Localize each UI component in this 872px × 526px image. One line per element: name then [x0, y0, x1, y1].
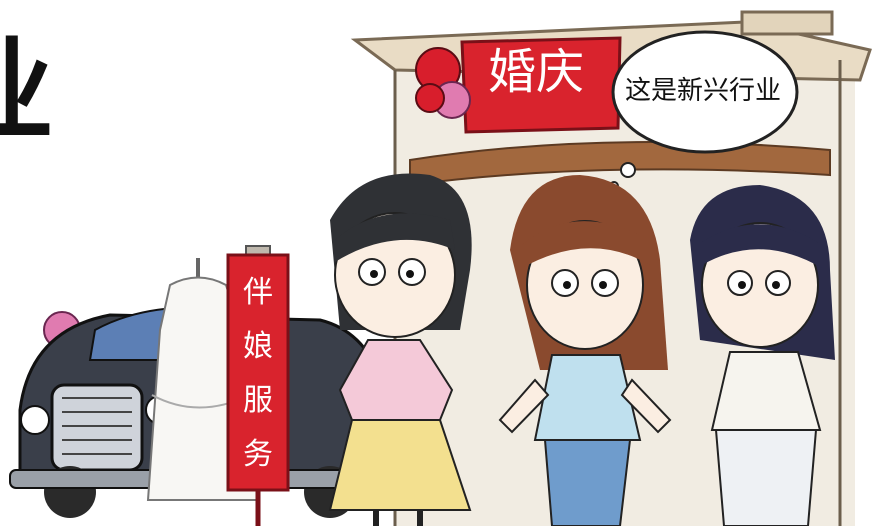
speech-bubble-icon — [609, 30, 799, 191]
headline-fragment: 业 — [0, 36, 54, 148]
speech-bubble-text: 这是新兴行业 — [625, 76, 782, 106]
bridesmaid-sign-text: 伴娘服务 — [243, 275, 273, 472]
girl-right — [690, 185, 835, 526]
girl-middle — [498, 175, 672, 526]
wedding-banner-text: 婚庆 — [488, 44, 585, 100]
girl-left — [328, 173, 472, 526]
bridesmaid-sign — [226, 245, 290, 526]
